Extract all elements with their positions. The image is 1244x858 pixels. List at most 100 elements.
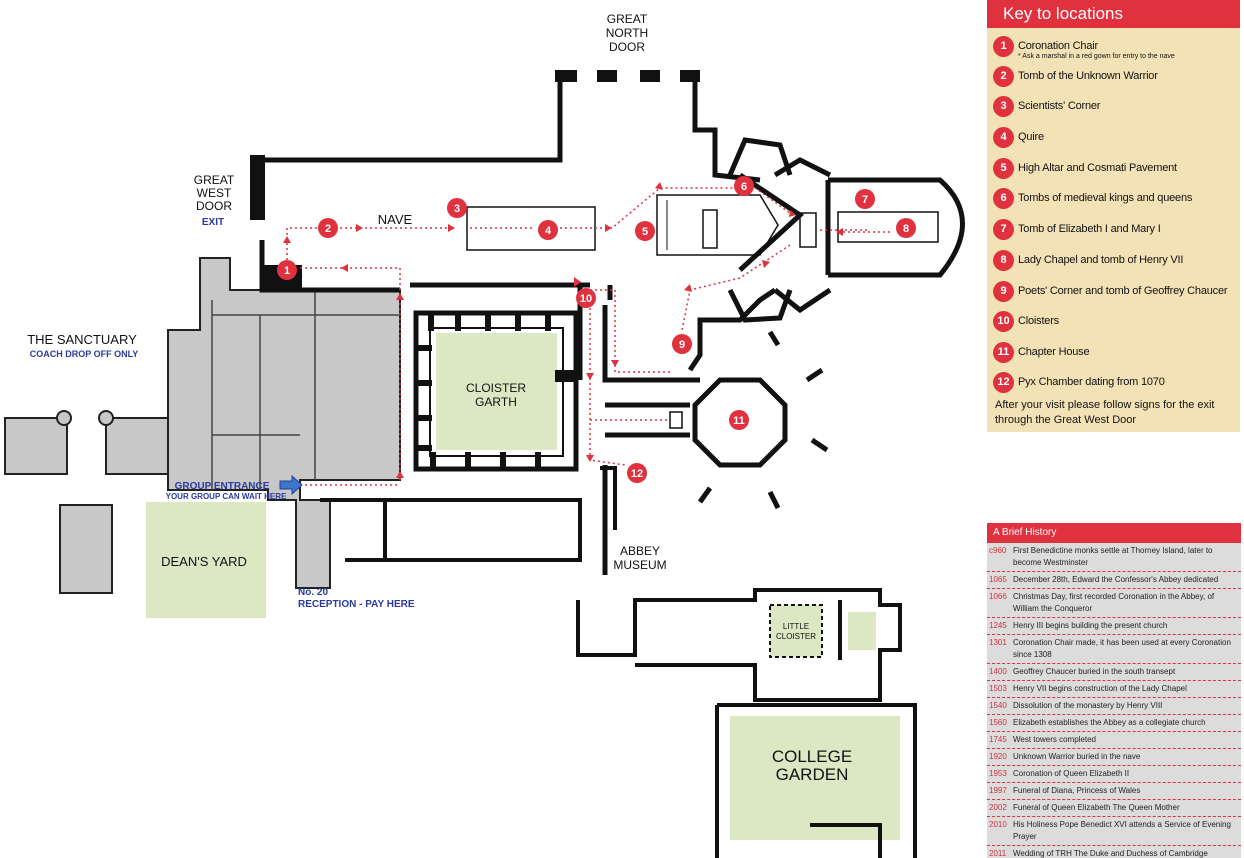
label-nave: NAVE (378, 212, 413, 227)
turret-right (98, 410, 114, 426)
history-year: 1301 (989, 638, 1007, 647)
marker-circle (576, 288, 596, 308)
marker-3: 3 (447, 198, 467, 218)
marker-circle (447, 198, 467, 218)
key-number: 5 (993, 157, 1014, 179)
marker-circle (896, 218, 916, 238)
history-year: 2010 (989, 820, 1007, 829)
turret-left (56, 410, 72, 426)
chapter-house-buttresses (697, 330, 829, 510)
key-text: Cloisters (1018, 315, 1059, 327)
label-great-north-door-2: NORTH (606, 26, 648, 40)
key-text: Scientists' Corner (1018, 100, 1101, 112)
label-cloister-garth-2: GARTH (475, 395, 517, 409)
label-exit: EXIT (202, 217, 224, 228)
history-text: Coronation of Queen Elizabeth II (1013, 769, 1130, 778)
marker-number: 11 (733, 415, 745, 427)
label-great-west-door-1: GREAT (194, 173, 235, 187)
history-text: Elizabeth establishes the Abbey as a col… (1013, 718, 1206, 727)
history-title: A Brief History (987, 523, 1241, 543)
marker-4: 4 (538, 220, 558, 240)
chapter-house-steps (669, 411, 683, 429)
key-number: 8 (993, 249, 1014, 271)
marker-9: 9 (672, 334, 692, 354)
key-text: Tomb of the Unknown Warrior (1018, 70, 1158, 82)
label-sanctuary: THE SANCTUARY (27, 332, 137, 347)
key-text: Tombs of medieval kings and queens (1018, 192, 1193, 204)
route-arrows (283, 182, 843, 478)
marker-circle (734, 176, 754, 196)
key-item: 2 Tomb of the Unknown Warrior (993, 64, 1158, 88)
label-no20: No. 20 (298, 587, 328, 598)
history-year: 1920 (989, 752, 1007, 761)
label-abbey-museum-1: ABBEY (620, 544, 660, 558)
key-number: 7 (993, 218, 1014, 240)
key-text: High Altar and Cosmati Pavement (1018, 162, 1177, 174)
marker-number: 4 (545, 225, 552, 237)
marker-number: 1 (284, 265, 290, 277)
marker-number: 12 (631, 468, 643, 480)
marker-number: 9 (679, 339, 685, 351)
label-reception: RECEPTION - PAY HERE (298, 599, 415, 610)
key-text: Coronation Chair (1018, 40, 1098, 52)
cloister-walls (413, 310, 579, 472)
cloister-garth-green (436, 333, 557, 450)
marker-circle (538, 220, 558, 240)
marker-circle (627, 463, 647, 483)
key-number: 11 (993, 341, 1014, 363)
history-text: December 28th, Edward the Confessor's Ab… (1013, 575, 1219, 584)
history-year: 1066 (989, 592, 1007, 601)
history-row: 1245 Henry III begins building the presen… (987, 618, 1241, 635)
marker-number: 6 (741, 181, 747, 193)
key-number: 2 (993, 65, 1014, 87)
label-group-wait: YOUR GROUP CAN WAIT HERE (166, 492, 287, 501)
label-little-cloister-2: CLOISTER (776, 632, 816, 641)
history-year: c960 (989, 546, 1007, 555)
history-text: Funeral of Diana, Princess of Wales (1013, 786, 1141, 795)
label-college-garden-2: GARDEN (776, 765, 849, 784)
history-year: 1245 (989, 621, 1007, 630)
key-item: 1 Coronation Chair (993, 34, 1098, 58)
key-number: 3 (993, 95, 1014, 117)
key-number: 10 (993, 310, 1014, 332)
label-coach: COACH DROP OFF ONLY (30, 349, 139, 359)
label-deans-yard: DEAN'S YARD (161, 554, 247, 569)
label-great-west-door-2: WEST (197, 186, 232, 200)
label-great-north-door-3: DOOR (609, 40, 645, 54)
key-note: * Ask a marshal in a red gown for entry … (1018, 53, 1175, 60)
history-text: Funeral of Queen Elizabeth The Queen Mot… (1013, 803, 1180, 812)
history-year: 1065 (989, 575, 1007, 584)
history-text: West towers completed (1013, 735, 1096, 744)
marker-number: 2 (325, 223, 331, 235)
lady-chapel-aisle (837, 211, 939, 243)
history-text: Henry III begins building the present ch… (1013, 621, 1168, 630)
marker-circle (635, 221, 655, 241)
marker-6: 6 (734, 176, 754, 196)
key-title: Key to locations (987, 0, 1240, 28)
key-item: 10 Cloisters (993, 309, 1059, 333)
college-garden-green (730, 716, 900, 840)
grey-buildings (4, 257, 401, 594)
key-number: 1 (993, 35, 1014, 57)
history-text: Coronation Chair made, it has been used … (1013, 638, 1231, 659)
key-number: 9 (993, 280, 1014, 302)
marker-circle (729, 410, 749, 430)
marker-8: 8 (896, 218, 916, 238)
marker-11: 11 (729, 410, 749, 430)
chapter-house (692, 377, 788, 468)
marker-circle (855, 189, 875, 209)
